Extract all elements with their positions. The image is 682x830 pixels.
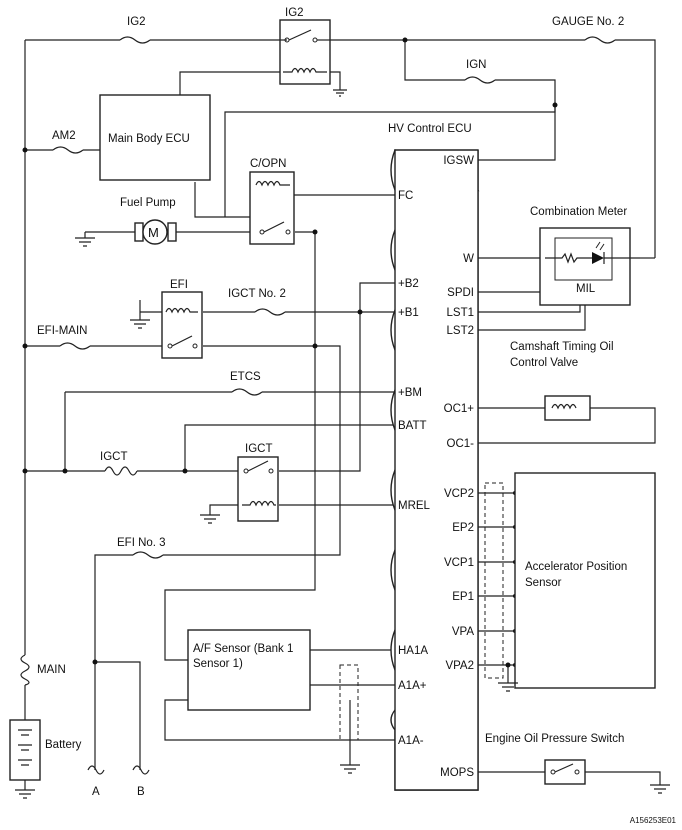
fuse-igct2 — [254, 307, 286, 317]
pin-igsw: IGSW — [443, 155, 474, 167]
relay-copn-label: C/OPN — [250, 158, 286, 170]
combination-meter-label: Combination Meter — [530, 206, 627, 218]
pin-spdi: SPDI — [447, 287, 474, 299]
pin-a1a-minus: A1A- — [398, 735, 424, 747]
relay-copn — [249, 171, 295, 245]
camshaft-line1: Camshaft Timing Oil — [510, 341, 614, 353]
relay-igct — [237, 456, 279, 522]
pin-oc1-plus: OC1+ — [444, 403, 475, 415]
fuse-am2-label: AM2 — [52, 130, 76, 142]
fuse-ig2-label: IG2 — [127, 16, 146, 28]
hv-ecu-body — [394, 149, 479, 791]
camshaft-line2: Control Valve — [510, 357, 578, 369]
mil-box — [554, 237, 613, 281]
fuse-ig2 — [119, 35, 151, 45]
fuse-igct — [104, 464, 138, 478]
ground-af-shield — [340, 764, 360, 774]
pin-vpa: VPA — [452, 626, 474, 638]
fuse-efi3-label: EFI No. 3 — [117, 537, 166, 549]
pin-mrel: MREL — [398, 500, 431, 512]
accel-shield — [484, 482, 504, 679]
battery-label: Battery — [45, 739, 82, 751]
pin-a1a-plus: A1A+ — [398, 680, 427, 692]
pin-mops: MOPS — [440, 767, 474, 779]
pin-fc: FC — [398, 190, 413, 202]
main-body-ecu-label: Main Body ECU — [108, 133, 190, 145]
connector-marks — [87, 765, 150, 775]
pin-vcp1: VCP1 — [444, 557, 474, 569]
pin-lst1: LST1 — [447, 307, 475, 319]
accel-line2: Sensor — [525, 577, 562, 589]
pin-w: W — [463, 253, 474, 265]
fuel-pump-motor — [134, 219, 177, 245]
oil-switch-symbol — [544, 759, 586, 785]
af-sensor-box — [187, 629, 311, 711]
fuse-efi-main — [59, 341, 91, 351]
fuse-gauge-label: GAUGE No. 2 — [552, 16, 624, 28]
fuse-ign-label: IGN — [466, 59, 486, 71]
mil-led-icon — [545, 241, 640, 264]
mil-label: MIL — [576, 283, 596, 295]
fuse-efi3 — [132, 550, 164, 560]
af-shield — [339, 664, 359, 741]
accel-sensor-box — [514, 472, 656, 689]
ground-efi — [130, 319, 150, 329]
pin-b1: +B1 — [398, 307, 419, 319]
pin-oc1-minus: OC1- — [447, 438, 475, 450]
fuel-pump-label: Fuel Pump — [120, 197, 176, 209]
relay-igct-label: IGCT — [245, 443, 272, 455]
af-sensor-line1: A/F Sensor (Bank 1 — [193, 643, 293, 655]
ground-igct — [200, 514, 220, 524]
fuse-am2 — [52, 145, 84, 155]
figure-id: A156253E01 — [630, 816, 677, 825]
connector-a-label: A — [92, 786, 100, 798]
ground-oil-switch — [650, 784, 670, 794]
fuse-efi-main-label: EFI-MAIN — [37, 325, 87, 337]
relay-ig2-label: IG2 — [285, 7, 304, 19]
fuse-ign — [464, 75, 496, 85]
ground-ig2 — [333, 89, 347, 97]
fuse-igct-label: IGCT — [100, 451, 127, 463]
af-sensor-line2: Sensor 1) — [193, 658, 243, 670]
fuse-etcs — [231, 387, 263, 397]
accel-line1: Accelerator Position — [525, 561, 627, 573]
pin-b2: +B2 — [398, 278, 419, 290]
motor-symbol: M — [148, 225, 159, 240]
pin-lst2: LST2 — [447, 325, 475, 337]
pin-bm: +BM — [398, 387, 422, 399]
pin-batt: BATT — [398, 420, 427, 432]
pin-vcp2: VCP2 — [444, 488, 474, 500]
battery-symbol — [9, 719, 41, 781]
fuse-gauge — [584, 35, 616, 45]
fuse-etcs-label: ETCS — [230, 371, 261, 383]
relay-efi-label: EFI — [170, 279, 188, 291]
pin-ep2: EP2 — [452, 522, 474, 534]
relay-efi — [161, 291, 203, 359]
fuse-main-label: MAIN — [37, 664, 66, 676]
oil-switch-label: Engine Oil Pressure Switch — [485, 733, 624, 745]
fuse-igct2-label: IGCT No. 2 — [228, 288, 286, 300]
ground-accel — [498, 682, 518, 692]
camshaft-coil — [544, 395, 591, 421]
ground-battery — [15, 789, 35, 799]
connector-b-label: B — [137, 786, 145, 798]
relay-ig2 — [279, 19, 331, 85]
hv-ecu-label: HV Control ECU — [388, 123, 472, 135]
pin-ha1a: HA1A — [398, 645, 428, 657]
fuse-main — [18, 654, 32, 686]
main-body-ecu-box — [99, 94, 211, 181]
pin-ep1: EP1 — [452, 591, 474, 603]
pin-vpa2: VPA2 — [445, 660, 474, 672]
ground-fuel-pump — [75, 232, 95, 247]
